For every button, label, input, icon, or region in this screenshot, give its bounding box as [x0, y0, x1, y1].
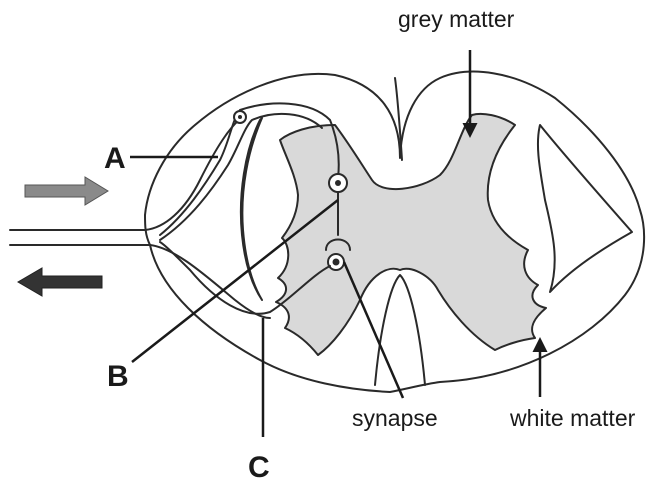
label-b: B — [107, 360, 129, 393]
label-c: C — [248, 451, 270, 484]
white-matter-label: white matter — [509, 405, 636, 431]
dorsal-root-ganglion-nucleus — [238, 115, 242, 119]
synapse-label: synapse — [352, 405, 438, 431]
incoming-impulse-arrow — [25, 177, 108, 205]
outgoing-impulse-arrow — [18, 268, 102, 296]
grey-matter-label: grey matter — [398, 6, 515, 32]
label-a: A — [104, 142, 126, 175]
motor-neurone-nucleus — [333, 259, 340, 266]
relay-neurone-nucleus — [335, 180, 341, 186]
